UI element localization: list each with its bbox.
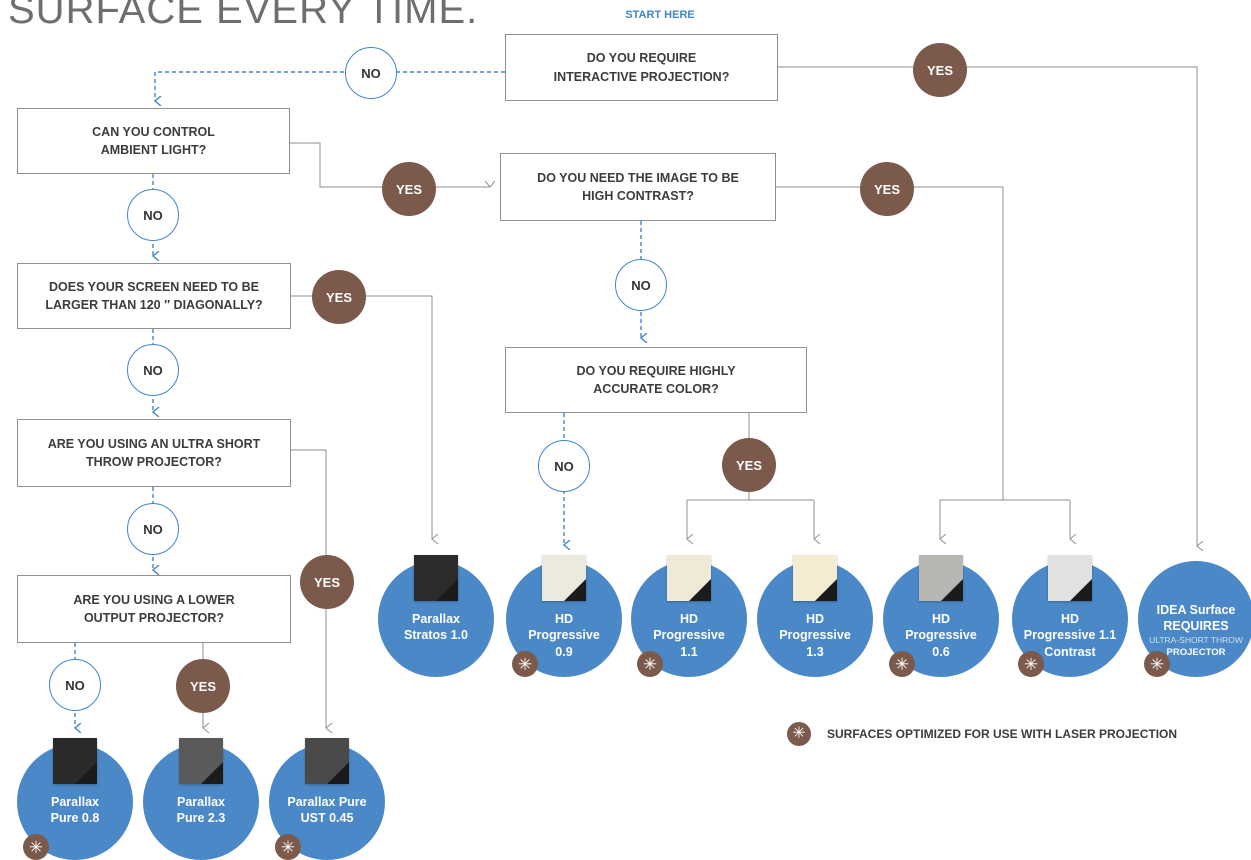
screen-swatch-icon [793, 555, 837, 601]
yes-badge-lower: YES [176, 659, 230, 713]
yes-badge-ust: YES [300, 555, 354, 609]
yes-badge-interactive: YES [913, 43, 967, 97]
asterisk-icon: ✳ [787, 722, 811, 746]
product-parallax-pure-ust-045: Parallax Pure UST 0.45 ✳ [269, 738, 385, 860]
yes-badge-contrast: YES [860, 162, 914, 216]
screen-swatch-icon [542, 555, 586, 601]
question-high-contrast: DO YOU NEED THE IMAGE TO BE HIGH CONTRAS… [500, 153, 776, 221]
yes-path-interactive [778, 66, 1197, 546]
yes-badge-ambient: YES [382, 162, 436, 216]
product-hd-progressive-09: HD Progressive 0.9 ✳ [506, 555, 622, 677]
idea-surface-text: IDEA Surface REQUIRES ULTRA-SHORT THROW … [1140, 603, 1251, 658]
laser-asterisk-icon: ✳ [512, 651, 538, 677]
product-hd-progressive-13: HD Progressive 1.3 [757, 555, 873, 677]
question-ambient-light: CAN YOU CONTROL AMBIENT LIGHT? [17, 108, 290, 174]
screen-swatch-icon [305, 738, 349, 784]
screen-swatch-icon [667, 555, 711, 601]
page-title: SURFACE EVERY TIME. [8, 0, 479, 32]
laser-asterisk-icon: ✳ [23, 834, 49, 860]
product-parallax-pure-23: Parallax Pure 2.3 [143, 738, 259, 860]
legend-text: SURFACES OPTIMIZED FOR USE WITH LASER PR… [827, 727, 1178, 741]
yes-badge-accurate: YES [722, 438, 776, 492]
product-name: Parallax Pure 0.8 [50, 795, 100, 826]
idea-surface-projector: PROJECTOR [1166, 647, 1226, 658]
screen-swatch-icon [919, 555, 963, 601]
question-ust-projector: ARE YOU USING AN ULTRA SHORT THROW PROJE… [17, 419, 291, 487]
no-badge-contrast: NO [615, 259, 667, 311]
no-badge-ust: NO [127, 503, 179, 555]
question-larger-than-120: DOES YOUR SCREEN NEED TO BE LARGER THAN … [17, 263, 291, 329]
laser-asterisk-icon: ✳ [1018, 651, 1044, 677]
product-name: HD Progressive 0.9 [528, 612, 600, 659]
screen-swatch-icon [414, 555, 458, 601]
product-hd-progressive-11-contrast: HD Progressive 1.1 Contrast ✳ [1012, 555, 1128, 677]
no-badge-interactive: NO [345, 47, 397, 99]
idea-surface-name: IDEA Surface [1156, 603, 1236, 617]
yes-path-larger [291, 295, 432, 539]
yes-path-ust [291, 449, 326, 728]
product-name: Parallax Stratos 1.0 [404, 612, 468, 643]
idea-surface-ust: ULTRA-SHORT THROW [1149, 635, 1243, 645]
product-name: HD Progressive 1.1 Contrast [1023, 612, 1117, 659]
product-hd-progressive-11: HD Progressive 1.1 ✳ [631, 555, 747, 677]
no-badge-lower: NO [49, 659, 101, 711]
product-parallax-pure-08: Parallax Pure 0.8 ✳ [17, 738, 133, 860]
question-lower-output: ARE YOU USING A LOWER OUTPUT PROJECTOR? [17, 575, 291, 643]
product-name: Parallax Pure UST 0.45 [287, 795, 367, 826]
product-hd-progressive-06: HD Progressive 0.6 ✳ [883, 555, 999, 677]
product-name: Parallax Pure 2.3 [176, 795, 226, 826]
yes-path-contrast [776, 186, 1004, 500]
laser-asterisk-icon: ✳ [1144, 651, 1170, 677]
product-name: HD Progressive 0.6 [905, 612, 977, 659]
product-name: HD Progressive 1.3 [779, 612, 851, 659]
yes-badge-larger: YES [312, 270, 366, 324]
screen-swatch-icon [53, 738, 97, 784]
product-name: HD Progressive 1.1 [653, 612, 725, 659]
laser-asterisk-icon: ✳ [637, 651, 663, 677]
start-here-label: START HERE [625, 9, 695, 21]
screen-swatch-icon [1048, 555, 1092, 601]
question-accurate-color: DO YOU REQUIRE HIGHLY ACCURATE COLOR? [505, 347, 807, 413]
laser-legend: ✳ SURFACES OPTIMIZED FOR USE WITH LASER … [787, 722, 1177, 746]
idea-surface-requires: REQUIRES [1163, 619, 1229, 633]
no-path-interactive [155, 71, 505, 101]
laser-asterisk-icon: ✳ [889, 651, 915, 677]
question-interactive-projection: DO YOU REQUIRE INTERACTIVE PROJECTION? [505, 34, 778, 101]
no-badge-larger: NO [127, 344, 179, 396]
no-badge-ambient: NO [127, 189, 179, 241]
laser-asterisk-icon: ✳ [275, 834, 301, 860]
product-parallax-stratos-10: Parallax Stratos 1.0 [378, 555, 494, 677]
no-badge-accurate: NO [538, 440, 590, 492]
screen-swatch-icon [179, 738, 223, 784]
product-idea-surface: IDEA Surface REQUIRES ULTRA-SHORT THROW … [1138, 561, 1251, 677]
